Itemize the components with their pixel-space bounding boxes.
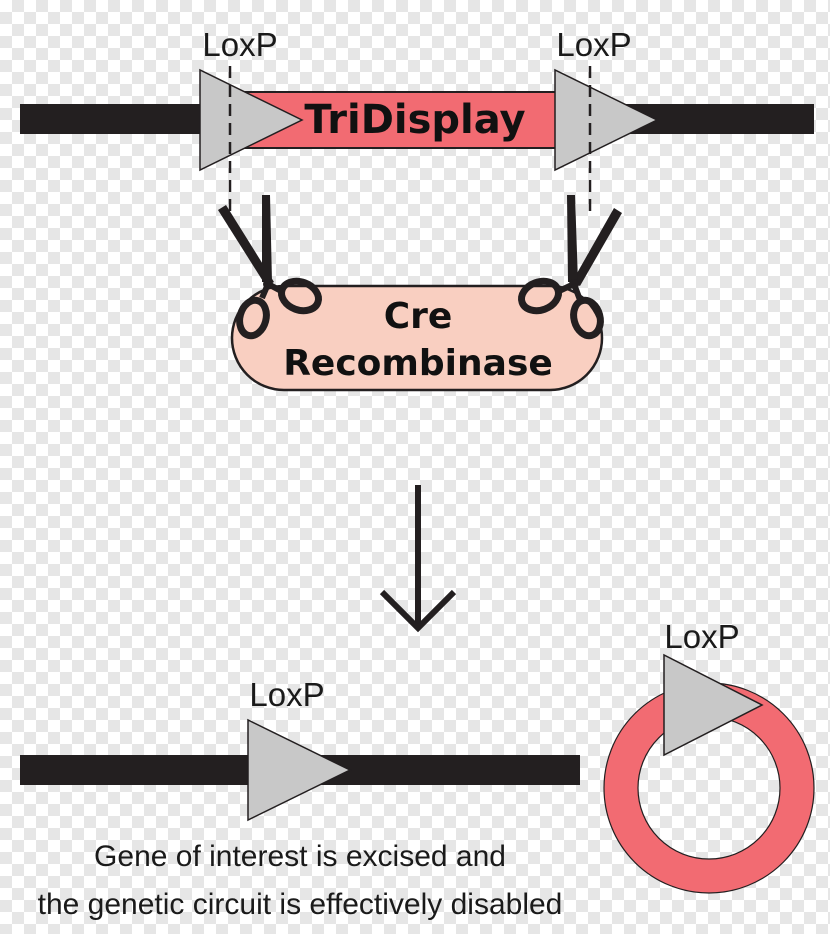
loxp-plasmid-label: LoxP [664,618,739,655]
cre-label-line1: Cre [384,296,453,337]
caption-line1: Gene of interest is excised and [94,840,506,873]
loxp-plasmid-triangle [663,653,764,757]
scissors-icon [518,195,622,340]
loxp-right-label: LoxP [556,26,631,63]
arrow-down-icon [379,485,457,633]
loxp-left-label: LoxP [202,26,277,63]
cre-label-line2: Recombinase [283,343,553,384]
loxp-right-triangle [554,68,659,172]
caption-line2: the genetic circuit is effectively disab… [38,888,563,921]
scissors-icon [218,195,322,340]
loxp-bottom-triangle [247,718,352,822]
loxp-bottom-label: LoxP [249,676,324,713]
excised-plasmid-ring-inner-outline [637,716,781,860]
cre-recombinase-box [230,284,604,392]
loxp-left-triangle [199,68,304,172]
gene-label: TriDisplay [304,97,525,143]
